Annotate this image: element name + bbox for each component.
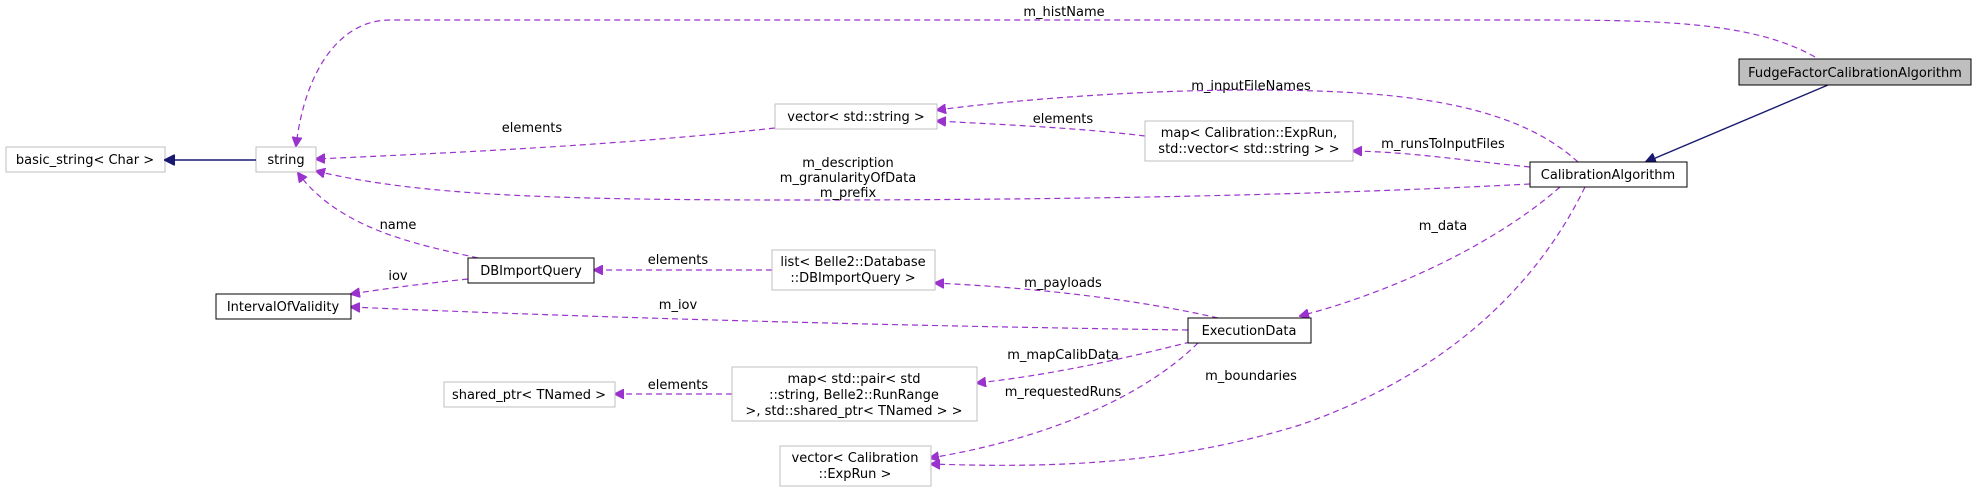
svg-text:vector< Calibration: vector< Calibration	[792, 451, 919, 466]
edge-label-m-iov: m_iov	[659, 298, 698, 313]
edge-label-iov: iov	[388, 269, 408, 284]
svg-text:vector< std::string >: vector< std::string >	[787, 110, 924, 125]
node-shared-ptr-tnamed[interactable]: shared_ptr< TNamed >	[443, 381, 616, 408]
edge-label-prefix: m_prefix	[820, 186, 877, 201]
edge-label-input-file-names: m_inputFileNames	[1191, 79, 1311, 94]
edge-map-calib-data	[977, 336, 1211, 383]
svg-text:string: string	[267, 153, 304, 168]
edge-label-hist-name: m_histName	[1023, 5, 1104, 20]
edge-label-map-calib-data: m_mapCalibData	[1007, 348, 1119, 363]
edge-input-file-names	[937, 89, 1579, 163]
edge-label-requested-runs: m_requestedRuns	[1005, 385, 1122, 400]
edge-description-group	[316, 171, 1531, 201]
edge-label-elements-list: elements	[648, 253, 709, 268]
svg-text:::ExpRun >: ::ExpRun >	[819, 467, 892, 482]
edge-label-boundaries: m_boundaries	[1205, 369, 1297, 384]
edge-label-name: name	[380, 218, 417, 233]
edge-label-elements-shared: elements	[648, 378, 709, 393]
node-basic-string[interactable]: basic_string< Char >	[5, 146, 166, 173]
svg-text:basic_string< Char >: basic_string< Char >	[16, 153, 154, 168]
edge-elements-map-exprun	[937, 121, 1146, 137]
svg-text:list< Belle2::Database: list< Belle2::Database	[780, 255, 925, 270]
edge-data	[1300, 186, 1561, 316]
node-vector-exprun[interactable]: vector< Calibration ::ExpRun >	[779, 445, 932, 487]
edge-runs-to-input-files	[1353, 151, 1531, 168]
svg-text:IntervalOfValidity: IntervalOfValidity	[227, 300, 340, 315]
edge-iov	[351, 278, 469, 294]
edge-name	[298, 173, 479, 259]
node-map-exprun[interactable]: map< Calibration::ExpRun, std::vector< s…	[1144, 120, 1354, 162]
svg-text:::DBImportQuery >: ::DBImportQuery >	[790, 271, 915, 286]
svg-text:::string, Belle2::RunRange: ::string, Belle2::RunRange	[769, 388, 939, 403]
node-execution-data[interactable]: ExecutionData	[1187, 317, 1312, 344]
edge-payloads	[935, 283, 1219, 319]
svg-text:CalibrationAlgorithm: CalibrationAlgorithm	[1541, 168, 1675, 183]
svg-text:ExecutionData: ExecutionData	[1202, 324, 1297, 339]
svg-text:>, std::shared_ptr< TNamed > >: >, std::shared_ptr< TNamed > >	[745, 404, 962, 419]
node-map-pair[interactable]: map< std::pair< std ::string, Belle2::Ru…	[731, 366, 978, 422]
node-dbimportquery[interactable]: DBImportQuery	[467, 257, 595, 284]
edge-requested-runs	[930, 342, 1199, 458]
edge-boundaries	[931, 186, 1586, 465]
edge-label-granularity: m_granularityOfData	[780, 171, 916, 186]
svg-text:std::vector< std::string > >: std::vector< std::string > >	[1158, 142, 1339, 157]
node-interval-of-validity[interactable]: IntervalOfValidity	[215, 293, 352, 320]
svg-text:map< std::pair< std: map< std::pair< std	[787, 372, 920, 387]
node-vector-string[interactable]: vector< std::string >	[774, 103, 938, 130]
node-fudge-factor-calibration-algorithm[interactable]: FudgeFactorCalibrationAlgorithm	[1738, 58, 1972, 86]
edge-label-data: m_data	[1419, 219, 1467, 234]
edge-label-elements-vector-string: elements	[502, 121, 563, 136]
svg-text:FudgeFactorCalibrationAlgorith: FudgeFactorCalibrationAlgorithm	[1748, 66, 1962, 81]
edge-m-iov	[351, 307, 1189, 331]
edge-label-elements-map-exprun: elements	[1033, 112, 1094, 127]
node-list-dbimportquery[interactable]: list< Belle2::Database ::DBImportQuery >	[771, 249, 936, 291]
node-string[interactable]: string	[255, 146, 317, 173]
svg-text:DBImportQuery: DBImportQuery	[480, 264, 582, 279]
svg-text:shared_ptr< TNamed >: shared_ptr< TNamed >	[452, 388, 606, 403]
edge-label-payloads: m_payloads	[1024, 276, 1102, 291]
edge-elements-vector-string	[316, 127, 776, 159]
edge-label-runs-to-input-files: m_runsToInputFiles	[1381, 137, 1505, 152]
edge-label-description: m_description	[802, 156, 893, 171]
svg-text:map< Calibration::ExpRun,: map< Calibration::ExpRun,	[1161, 126, 1338, 141]
edge-inheritance	[1646, 84, 1829, 162]
node-calibration-algorithm[interactable]: CalibrationAlgorithm	[1529, 161, 1688, 188]
